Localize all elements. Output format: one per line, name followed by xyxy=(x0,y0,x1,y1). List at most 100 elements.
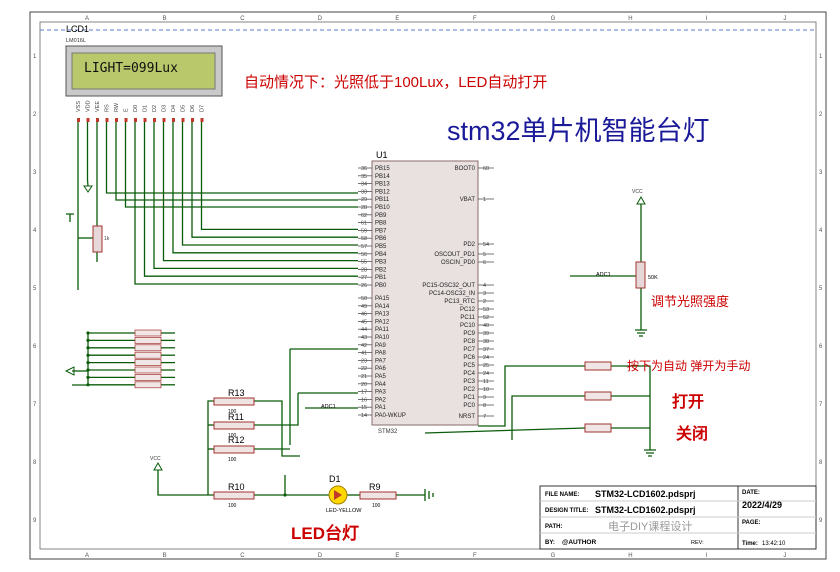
ruler-right-4: 4 xyxy=(819,228,823,234)
r10-resistor[interactable] xyxy=(213,491,255,500)
rnet-resistor[interactable] xyxy=(134,351,162,359)
mcu-pin-pa9: PA9 xyxy=(375,343,387,349)
light-pot-value: 50K xyxy=(648,275,658,281)
mcu-pin-pa1: PA1 xyxy=(375,405,387,411)
junction xyxy=(86,331,90,335)
r12-resistor[interactable] xyxy=(213,445,255,454)
mcu-pin-oscin-pd0: OSCIN_PD0 xyxy=(441,260,476,266)
rnet-arrow xyxy=(64,366,75,376)
mcu-pin-num: 5 xyxy=(483,252,486,258)
mcu-pin-num: 24 xyxy=(483,371,489,377)
mcu-pin-num: 56 xyxy=(361,252,367,258)
mcu-pin-num: 58 xyxy=(361,236,367,242)
ruler-bottom-A: A xyxy=(85,553,89,559)
mcu-pin-num: 25 xyxy=(483,363,489,369)
switch-on[interactable] xyxy=(584,391,612,401)
d1-part: LED-YELLOW xyxy=(326,508,362,514)
mcu-pin-pc8: PC8 xyxy=(463,339,475,345)
ruler-bottom-E: E xyxy=(395,553,399,559)
wire-e xyxy=(124,122,358,208)
gnd-symbol-r9 xyxy=(424,489,434,501)
rnet-resistor[interactable] xyxy=(134,359,162,366)
led-lamp-note: LED台灯 xyxy=(291,523,359,543)
contrast-pot-value: 1k xyxy=(104,236,110,242)
rnet-resistor[interactable] xyxy=(134,344,162,352)
wire-sw-on xyxy=(511,395,585,440)
mcu-pin-num: 35 xyxy=(361,174,367,180)
d1-label: D1 xyxy=(329,474,341,484)
wire-vcc-r10 xyxy=(157,470,214,496)
switch-off[interactable] xyxy=(584,423,612,433)
mcu-pin-num: 33 xyxy=(361,189,367,195)
junction xyxy=(86,383,90,387)
mcu-pin-num: 44 xyxy=(361,327,367,333)
ruler-bottom-G: G xyxy=(551,553,556,559)
wire-sw-auto xyxy=(478,365,585,427)
junction xyxy=(283,493,287,497)
lcd-pin-marker xyxy=(191,118,194,122)
pot-note: 调节光照强度 xyxy=(651,294,729,309)
vcc-label-left: VCC xyxy=(150,456,161,462)
mcu-pin-num: 43 xyxy=(361,335,367,341)
mcu-pin-pc5: PC5 xyxy=(463,363,475,369)
lcd-pin-marker xyxy=(172,118,175,122)
mcu-pin-num: 9 xyxy=(483,395,486,401)
mcu-pin-pb4: PB4 xyxy=(375,252,387,258)
lcd-pin-marker xyxy=(115,118,118,122)
rnet-resistor[interactable] xyxy=(134,337,162,344)
ruler-left-5: 5 xyxy=(33,286,37,292)
mcu-pin-num: 42 xyxy=(361,343,367,349)
rnet-resistor[interactable] xyxy=(134,329,162,337)
ruler-top-D: D xyxy=(318,16,323,22)
lcd-pin-rw: RW xyxy=(114,102,120,112)
mcu-pin-num: 60 xyxy=(483,166,489,172)
inner-frame xyxy=(39,21,817,550)
mcu-pin-pa4: PA4 xyxy=(375,382,387,388)
tb-by: @AUTHOR xyxy=(562,539,596,546)
lcd-pin-d5: D5 xyxy=(181,105,187,112)
lcd-pin-marker xyxy=(86,118,90,122)
tb-watermark: 电子DIY课程设计 xyxy=(608,520,692,533)
rnet-resistor[interactable] xyxy=(134,374,162,381)
mcu-pin-pb1: PB1 xyxy=(375,275,387,281)
r12-value: 100 xyxy=(228,457,237,463)
lcd-pin-d4: D4 xyxy=(171,105,177,112)
mcu-pin-num: 52 xyxy=(483,315,489,321)
adc-label-pot: ADC1 xyxy=(596,272,611,278)
rnet-resistor[interactable] xyxy=(134,381,162,389)
r11-resistor[interactable] xyxy=(213,421,255,430)
mcu-body[interactable] xyxy=(371,160,479,426)
r9-resistor[interactable] xyxy=(359,491,397,500)
tb-by-label: BY: xyxy=(545,540,555,546)
switch-auto[interactable] xyxy=(584,361,612,371)
mcu-pin-num: 6 xyxy=(483,260,486,266)
wire-lcd-d0 xyxy=(134,122,358,285)
lcd-pin-marker xyxy=(153,118,156,122)
ruler-right-9: 9 xyxy=(819,518,823,524)
junction xyxy=(86,346,90,350)
mcu-part: STM32 xyxy=(378,429,398,435)
mcu-ref: U1 xyxy=(376,150,388,160)
rnet-resistor[interactable] xyxy=(134,366,162,374)
lcd-pin-marker xyxy=(96,118,99,122)
mcu-pin-num: 39 xyxy=(483,331,489,337)
mcu-pin-num: 7 xyxy=(483,414,486,420)
lcd-pin-marker xyxy=(162,118,166,122)
ruler-top-B: B xyxy=(163,16,167,22)
mcu-pin-oscout-pd1: OSCOUT_PD1 xyxy=(434,252,475,258)
wire-r13 xyxy=(254,400,300,457)
ruler-top-E: E xyxy=(395,16,399,22)
mcu-pin-num: 34 xyxy=(361,182,367,188)
mcu-pin-nrst: NRST xyxy=(459,414,476,420)
lcd-pin-marker xyxy=(124,118,128,122)
mcu-pin-num: 16 xyxy=(361,397,367,403)
mcu-pin-num: 49 xyxy=(361,304,367,310)
r13-resistor[interactable] xyxy=(213,397,255,406)
mcu-pin-boot0: BOOT0 xyxy=(455,166,476,172)
mcu-pin-num: 20 xyxy=(361,382,367,388)
lcd-pin-vss: VSS xyxy=(76,101,82,112)
light-pot[interactable] xyxy=(635,261,646,289)
ruler-left-4: 4 xyxy=(33,228,37,234)
contrast-pot[interactable] xyxy=(92,225,103,253)
mcu-pin-pa6: PA6 xyxy=(375,366,387,372)
